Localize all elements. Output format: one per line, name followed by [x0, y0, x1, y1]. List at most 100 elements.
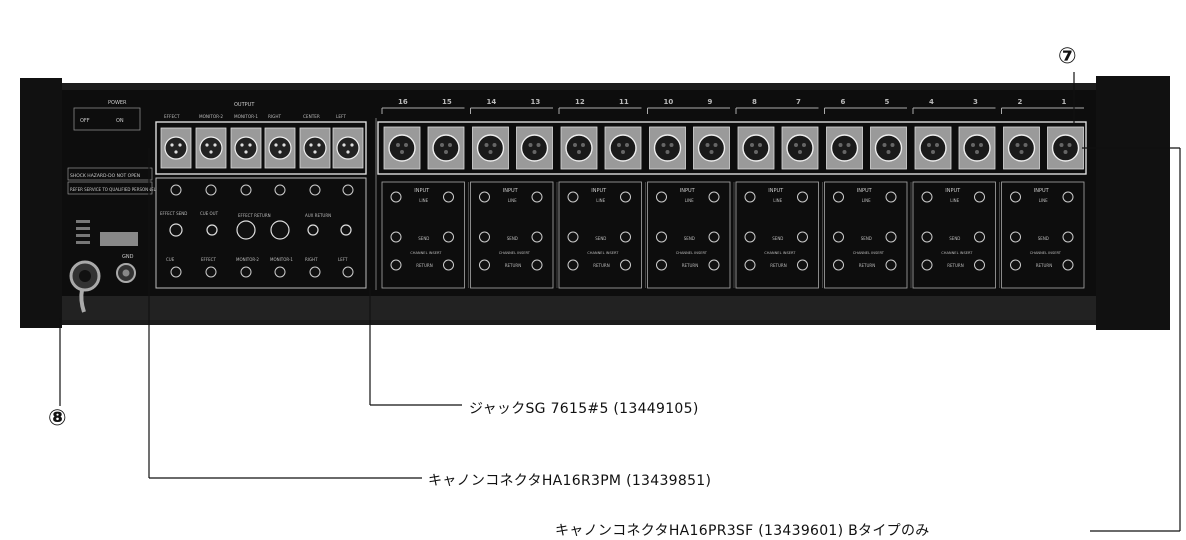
- xlr-socket: [444, 150, 448, 154]
- phone-jack: [974, 191, 985, 203]
- output-xlr-frame: [155, 121, 367, 175]
- channel-jack-panel: [912, 181, 996, 289]
- xlr-socket: [927, 143, 931, 147]
- channel-jack-panel: [735, 181, 819, 289]
- phone-jack: [307, 224, 319, 236]
- phone-jack: [620, 259, 631, 271]
- channel-number: 14: [487, 98, 497, 106]
- phone-jack: [479, 231, 490, 243]
- spec-line: [76, 234, 90, 237]
- xlr-female-connector: [476, 134, 505, 162]
- xlr-pin: [205, 143, 209, 147]
- line-label: LINE: [950, 198, 959, 203]
- gnd-terminal-screw: [122, 269, 130, 277]
- power-cord: [79, 270, 91, 282]
- output-label: LEFT: [336, 114, 346, 119]
- warning-text-2: REFER SERVICE TO QUALIFIED PERSONNEL: [70, 187, 157, 192]
- phone-jack: [169, 223, 183, 237]
- phone-jack: [1010, 191, 1021, 203]
- input-label: INPUT: [768, 188, 784, 194]
- xlr-socket: [1063, 150, 1068, 154]
- power-on-label: ON: [116, 118, 124, 124]
- callout-number-8: ⑧: [48, 406, 67, 431]
- xlr-female-connector: [830, 134, 859, 162]
- xlr-socket: [528, 143, 533, 147]
- xlr-female-connector: [388, 134, 416, 162]
- xlr-socket: [665, 150, 670, 154]
- xlr-socket: [448, 143, 452, 147]
- phone-jack: [656, 191, 667, 203]
- gnd-label: GND: [122, 254, 134, 260]
- phone-jack: [974, 259, 985, 271]
- channel-jack-panel: [647, 181, 731, 289]
- output-label: CENTER: [303, 114, 320, 119]
- phone-jack: [309, 266, 321, 278]
- spec-plate: [100, 232, 138, 246]
- warning-box-2: [67, 181, 153, 195]
- send-label: SEND: [684, 236, 695, 241]
- channel-jack-panel: [1001, 181, 1085, 289]
- phone-jack: [205, 184, 217, 196]
- channel-insert-label: CHANNEL INSERT: [676, 251, 708, 255]
- phone-jack: [1010, 259, 1021, 271]
- left-rack-ear: [20, 78, 62, 328]
- right-rack-ear: [1096, 76, 1170, 330]
- phone-jack: [274, 266, 286, 278]
- xlr-socket: [979, 143, 983, 147]
- channel-jack-panel: [824, 181, 908, 289]
- channel-insert-label: CHANNEL INSERT: [410, 251, 442, 255]
- phone-jack: [240, 266, 252, 278]
- phone-jack: [567, 231, 579, 243]
- return-label: RETURN: [947, 263, 963, 268]
- phone-jack: [206, 224, 218, 236]
- aux-return-label: AUX RETURN: [305, 213, 331, 218]
- channel-number: 15: [442, 98, 452, 106]
- phone-jack: [567, 191, 579, 203]
- send-label: SEND: [418, 236, 429, 241]
- spec-line: [76, 227, 90, 230]
- output-jack-frame: [155, 177, 367, 289]
- xlr-pin: [313, 150, 317, 154]
- input-label: INPUT: [680, 188, 696, 194]
- input-label: INPUT: [1034, 188, 1050, 194]
- xlr-socket: [758, 143, 762, 147]
- send-label: SEND: [772, 236, 783, 241]
- warning-box-1: [67, 167, 153, 181]
- xlr-socket: [484, 143, 489, 147]
- line-label: LINE: [596, 198, 605, 203]
- warning-text-1: SHOCK HAZARD-DO NOT OPEN: [70, 173, 140, 179]
- bottom-lip: [62, 296, 1096, 320]
- input-label: INPUT: [414, 188, 430, 194]
- xlr-socket: [886, 150, 891, 154]
- channel-number: 2: [1018, 98, 1023, 106]
- xlr-socket: [838, 143, 843, 147]
- xlr-female-connector: [1051, 134, 1080, 162]
- xlr-female-connector: [565, 134, 593, 162]
- output-title: OUTPUT: [234, 102, 255, 108]
- phone-jack: [342, 184, 354, 196]
- xlr-pin: [209, 150, 213, 154]
- phone-jack: [708, 191, 720, 203]
- return-label: RETURN: [1036, 263, 1052, 268]
- return-label: RETURN: [770, 263, 786, 268]
- xlr-female-connector: [874, 134, 903, 162]
- phone-jack: [620, 231, 631, 243]
- xlr-male-connector: [336, 136, 360, 160]
- channel-number: 8: [752, 98, 757, 106]
- xlr-female-connector: [520, 134, 549, 162]
- phone-jack: [885, 231, 897, 243]
- xlr-socket: [625, 143, 629, 147]
- phone-jack: [205, 266, 217, 278]
- send-label: SEND: [507, 236, 518, 241]
- xlr-socket: [798, 150, 802, 154]
- phone-jack: [921, 191, 933, 203]
- xlr-female-connector: [432, 134, 460, 162]
- phone-jack: [797, 259, 808, 271]
- xlr-male-connector: [164, 136, 188, 160]
- channel-number: 7: [796, 98, 801, 106]
- xlr-socket: [669, 143, 674, 147]
- input-label: INPUT: [503, 188, 519, 194]
- xlr-socket: [661, 143, 666, 147]
- return-label: RETURN: [859, 263, 875, 268]
- phone-jack: [270, 220, 290, 240]
